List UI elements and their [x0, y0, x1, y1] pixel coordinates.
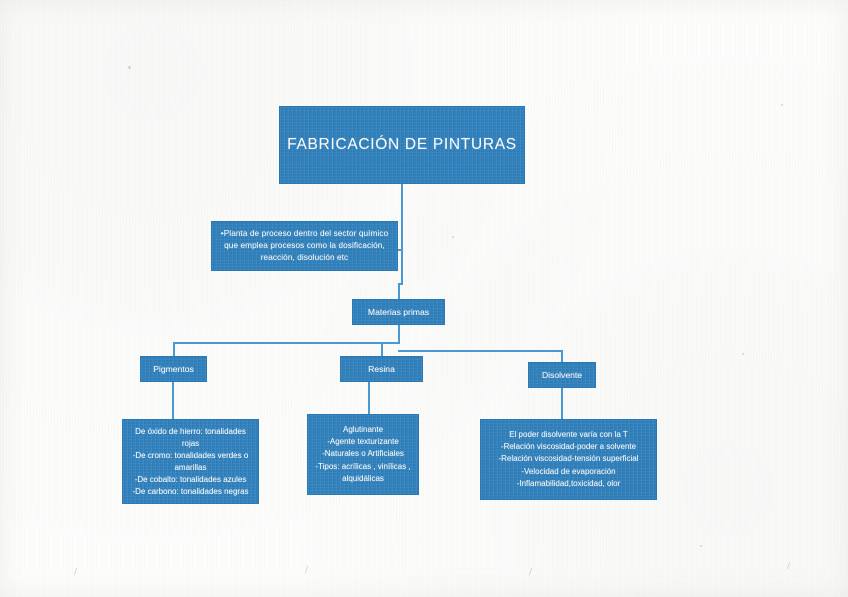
connector-title-to-materias-vertical — [401, 184, 403, 284]
scan-speck — [128, 66, 131, 69]
scan-speck — [781, 104, 783, 106]
description-line-2: que emplea procesos como la dosificación… — [224, 241, 385, 251]
description-line-3: reacción, disolución etc — [260, 252, 349, 262]
disolvente-detail-line-3: -Relación viscosidad-tensión superficial — [498, 454, 639, 464]
node-disolvente-detail-text: El poder disolvente varía con la T -Rela… — [481, 429, 656, 491]
connector-materias-top — [398, 283, 400, 299]
pigmentos-detail-line-6: -De carbono: tonalidades negras — [132, 486, 249, 496]
node-disolvente-label: Disolvente — [541, 369, 583, 380]
connector-drop-pigmentos — [173, 342, 175, 356]
connector-branch-bus-left — [173, 342, 400, 344]
resina-detail-line-1: Aglutinante — [342, 424, 384, 434]
node-pigmentos-detail[interactable]: De óxido de hierro: tonalidades rojas -D… — [122, 419, 259, 504]
scan-speck — [700, 545, 702, 547]
pigmentos-detail-line-5: -De cobalto: tonalidades azules — [134, 474, 247, 484]
node-title-label: FABRICACIÓN DE PINTURAS — [287, 135, 517, 153]
connector-resina-to-detail — [368, 382, 370, 414]
disolvente-detail-line-4: -Velocidad de evaporación — [521, 466, 616, 476]
scan-smudge: / — [305, 564, 309, 576]
node-disolvente-detail[interactable]: El poder disolvente varía con la T -Rela… — [480, 419, 657, 500]
node-pigmentos[interactable]: Pigmentos — [140, 356, 207, 382]
resina-detail-line-3: -Naturales o Artificiales — [322, 449, 404, 459]
connector-branch-bus-right — [398, 350, 562, 352]
resina-detail-line-4: -Tipos: acrílicas , vinílicas , — [315, 461, 411, 471]
pigmentos-detail-line-4: amarillas — [174, 462, 207, 472]
connector-title-to-description — [398, 249, 402, 251]
node-resina-detail-text: Aglutinante -Agente texturizante -Natura… — [308, 424, 418, 486]
node-pigmentos-label: Pigmentos — [153, 363, 194, 374]
scan-speck — [742, 353, 744, 355]
node-pigmentos-detail-text: De óxido de hierro: tonalidades rojas -D… — [123, 426, 258, 498]
disolvente-detail-line-2: -Relación viscosidad-poder a solvente — [500, 441, 637, 451]
connector-materias-stem — [398, 325, 400, 343]
scan-speck — [452, 236, 454, 238]
node-description-text: •Planta de proceso dentro del sector quí… — [212, 228, 397, 264]
node-title[interactable]: FABRICACIÓN DE PINTURAS — [279, 106, 525, 184]
node-materias-primas-label: Materias primas — [367, 306, 430, 317]
scan-smudge: / — [787, 560, 791, 572]
connector-disolvente-to-detail — [561, 388, 563, 419]
node-resina[interactable]: Resina — [340, 356, 423, 382]
scan-smudge: / — [529, 566, 533, 578]
connector-drop-disolvente — [561, 350, 563, 362]
disolvente-detail-line-5: -Inflamabilidad,toxicidad, olor — [516, 479, 621, 489]
node-description[interactable]: •Planta de proceso dentro del sector quí… — [211, 221, 398, 271]
resina-detail-line-5: alquidálicas — [342, 474, 384, 484]
pigmentos-detail-line-2: rojas — [181, 438, 200, 448]
node-disolvente[interactable]: Disolvente — [528, 362, 596, 388]
disolvente-detail-line-1: El poder disolvente varía con la T — [509, 429, 628, 439]
node-resina-detail[interactable]: Aglutinante -Agente texturizante -Natura… — [307, 414, 419, 495]
connector-drop-resina — [381, 342, 383, 356]
connector-pigmentos-to-detail — [172, 382, 174, 419]
node-resina-label: Resina — [368, 363, 395, 374]
pigmentos-detail-line-1: De óxido de hierro: tonalidades — [135, 426, 246, 436]
scan-speck — [233, 490, 235, 492]
pigmentos-detail-line-3: -De cromo: tonalidades verdes o — [132, 450, 249, 460]
connector-jog-horizontal — [398, 283, 403, 285]
scan-smudge: / — [74, 566, 78, 578]
node-materias-primas[interactable]: Materias primas — [352, 299, 445, 325]
resina-detail-line-2: -Agente texturizante — [327, 436, 399, 446]
description-line-1: •Planta de proceso dentro del sector quí… — [220, 229, 389, 239]
